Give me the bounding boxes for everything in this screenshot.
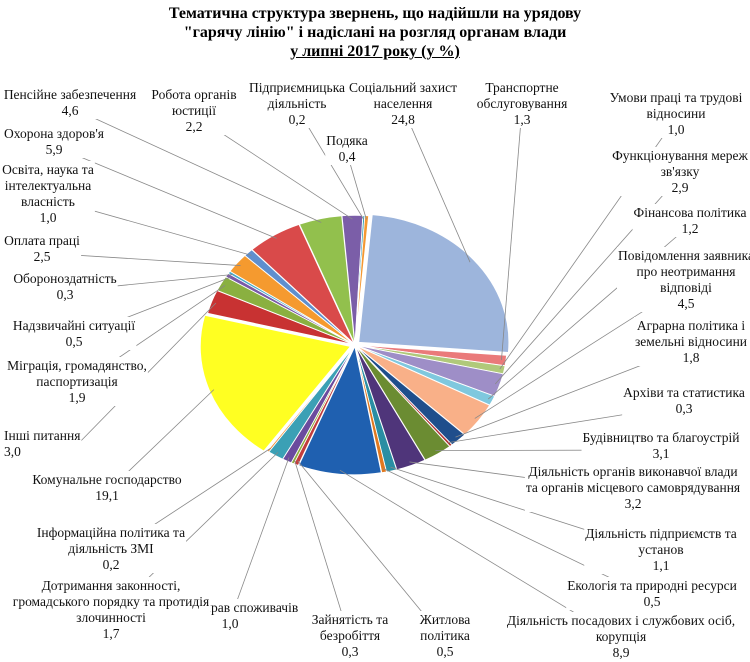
chart-title-line-3: у липні 2017 року (у %) xyxy=(290,43,460,60)
leader-line-14 xyxy=(297,460,446,641)
pie-slice-13 xyxy=(298,345,382,476)
pie-slice-12 xyxy=(354,346,387,474)
leader-line-15 xyxy=(294,459,351,641)
leader-line-12 xyxy=(383,468,653,599)
pie-slice-19 xyxy=(199,314,352,452)
chart-title-line-1: Тематична структура звернень, що надійшл… xyxy=(168,5,582,22)
leader-line-16 xyxy=(229,457,290,621)
chart-title: Тематична структура звернень, що надійшл… xyxy=(0,4,750,61)
pie-slice-1 xyxy=(358,214,510,353)
pie-slice-25 xyxy=(244,249,354,345)
leader-line-27 xyxy=(69,106,322,223)
leader-line-2 xyxy=(501,107,523,361)
chart-title-line-2: "гарячу лінію" і надіслані на розгляд ор… xyxy=(183,24,567,41)
slice-label-13: Діяльність посадових і службових осіб,ко… xyxy=(507,613,735,660)
leader-line-1 xyxy=(402,107,471,263)
pie-slice-27 xyxy=(298,215,355,344)
slice-label-17: Дотримання законності,громадського поряд… xyxy=(13,578,209,641)
pie-slice-26 xyxy=(251,223,355,344)
pie-slice-18 xyxy=(266,346,355,453)
